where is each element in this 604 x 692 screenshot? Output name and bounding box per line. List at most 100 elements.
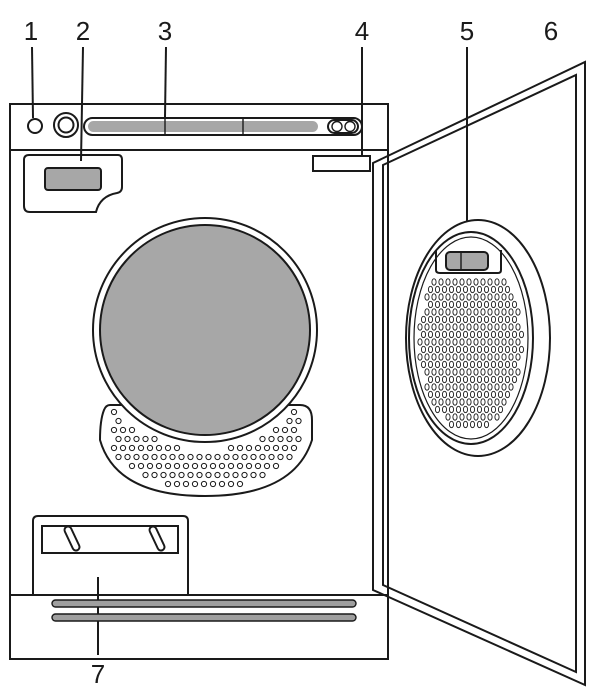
door-filter-hole xyxy=(424,293,430,301)
door-filter-hole xyxy=(452,368,458,376)
door-filter-hole xyxy=(427,285,434,294)
door-filter-hole xyxy=(497,330,504,339)
door-filter-hole xyxy=(452,413,458,421)
program-knob[interactable] xyxy=(53,112,79,138)
door-filter-hole xyxy=(438,278,444,286)
door-filter-hole xyxy=(448,390,455,399)
start-button-ring-2 xyxy=(344,120,356,133)
door-filter-hole xyxy=(480,293,486,301)
grille-hole xyxy=(295,435,302,443)
door-filter-hole xyxy=(420,330,427,339)
door-filter-hole xyxy=(445,278,451,286)
fluff-filter-tab[interactable] xyxy=(445,251,489,271)
grille-hole xyxy=(232,453,239,461)
condenser-flap[interactable] xyxy=(32,515,189,595)
door-filter-hole xyxy=(434,285,441,294)
water-container-handle[interactable] xyxy=(44,167,102,191)
door-filter-hole xyxy=(424,323,430,331)
door-filter-hole xyxy=(438,293,444,301)
grille-hole xyxy=(173,480,181,488)
door-filter-hole xyxy=(476,405,483,414)
door-filter-hole xyxy=(508,338,514,346)
door-filter-hole xyxy=(487,308,493,316)
start-button[interactable] xyxy=(327,119,359,134)
door-filter-hole xyxy=(466,293,472,301)
door-filter-hole xyxy=(490,345,497,354)
grille-hole xyxy=(142,435,149,443)
door-filter-hole xyxy=(469,330,476,339)
door-filter-hole xyxy=(469,375,476,384)
start-button-ring-1 xyxy=(331,120,343,133)
grille-hole xyxy=(250,471,257,479)
door-filter-hole xyxy=(452,398,458,406)
door-filter-hole xyxy=(476,315,483,324)
door-filter-hole xyxy=(459,323,465,331)
grille-hole xyxy=(164,462,172,470)
grille-hole xyxy=(218,462,226,470)
grille-hole xyxy=(124,435,131,443)
door-filter-hole xyxy=(487,413,493,421)
door-filter-hole xyxy=(483,375,490,384)
door-filter-hole xyxy=(476,360,483,369)
grille-hole xyxy=(227,462,235,470)
door-filter-hole xyxy=(469,315,476,324)
door-filter-hole xyxy=(448,360,455,369)
door-filter-hole xyxy=(487,368,493,376)
grille-hole xyxy=(142,471,149,479)
indicator-light xyxy=(27,118,43,134)
door-filter-hole xyxy=(497,315,504,324)
door-filter-hole xyxy=(487,278,493,286)
door-window-inner-2 xyxy=(413,236,529,440)
door-filter-hole xyxy=(494,308,500,316)
grille-hole xyxy=(110,426,118,434)
door-filter-hole xyxy=(448,420,455,429)
grille-hole xyxy=(290,444,298,452)
door-filter-hole xyxy=(504,345,511,354)
door-filter-hole xyxy=(490,390,497,399)
grille-hole xyxy=(128,426,136,434)
door-filter-hole xyxy=(448,375,455,384)
door-filter-hole xyxy=(501,383,507,391)
grille-hole xyxy=(223,453,230,461)
door-filter-hole xyxy=(508,383,514,391)
door-filter-hole xyxy=(497,285,504,294)
door-filter-hole xyxy=(441,405,448,414)
door-filter-hole xyxy=(431,338,437,346)
grille-hole xyxy=(254,444,262,452)
door-filter-hole xyxy=(490,360,497,369)
condenser-handle[interactable] xyxy=(41,525,179,554)
grille-hole xyxy=(151,435,158,443)
door-filter-hole xyxy=(504,375,511,384)
grille-hole xyxy=(178,471,185,479)
door-filter-hole xyxy=(438,353,444,361)
door-filter-hole xyxy=(508,323,514,331)
door-filter-hole xyxy=(480,398,486,406)
grille-hole xyxy=(241,471,248,479)
callout-5: 5 xyxy=(460,16,474,46)
grille-hole xyxy=(151,453,158,461)
grille-hole xyxy=(245,444,253,452)
grille-hole xyxy=(236,444,244,452)
condenser-latch-right-inner xyxy=(150,527,164,550)
door-filter-hole xyxy=(455,375,462,384)
door-filter-hole xyxy=(501,398,507,406)
door-filter-hole xyxy=(515,353,521,361)
door-filter-hole xyxy=(459,383,465,391)
grille-hole xyxy=(214,471,221,479)
grille-hole xyxy=(236,462,244,470)
grille-hole xyxy=(146,444,154,452)
grille-hole xyxy=(295,417,302,425)
door-filter-hole xyxy=(448,300,455,309)
door-filter-hole xyxy=(511,315,518,324)
door-filter-hole xyxy=(518,345,525,354)
door-filter-hole xyxy=(494,413,500,421)
door-outer-panel[interactable] xyxy=(372,60,586,687)
water-container-panel[interactable] xyxy=(23,154,123,213)
door-filter-hole xyxy=(487,383,493,391)
grille-hole xyxy=(227,444,235,452)
door-filter-hole xyxy=(459,293,465,301)
door-filter-hole xyxy=(501,278,507,286)
grille-hole xyxy=(173,444,181,452)
door-filter-hole xyxy=(511,375,518,384)
door-filter-hole xyxy=(459,368,465,376)
